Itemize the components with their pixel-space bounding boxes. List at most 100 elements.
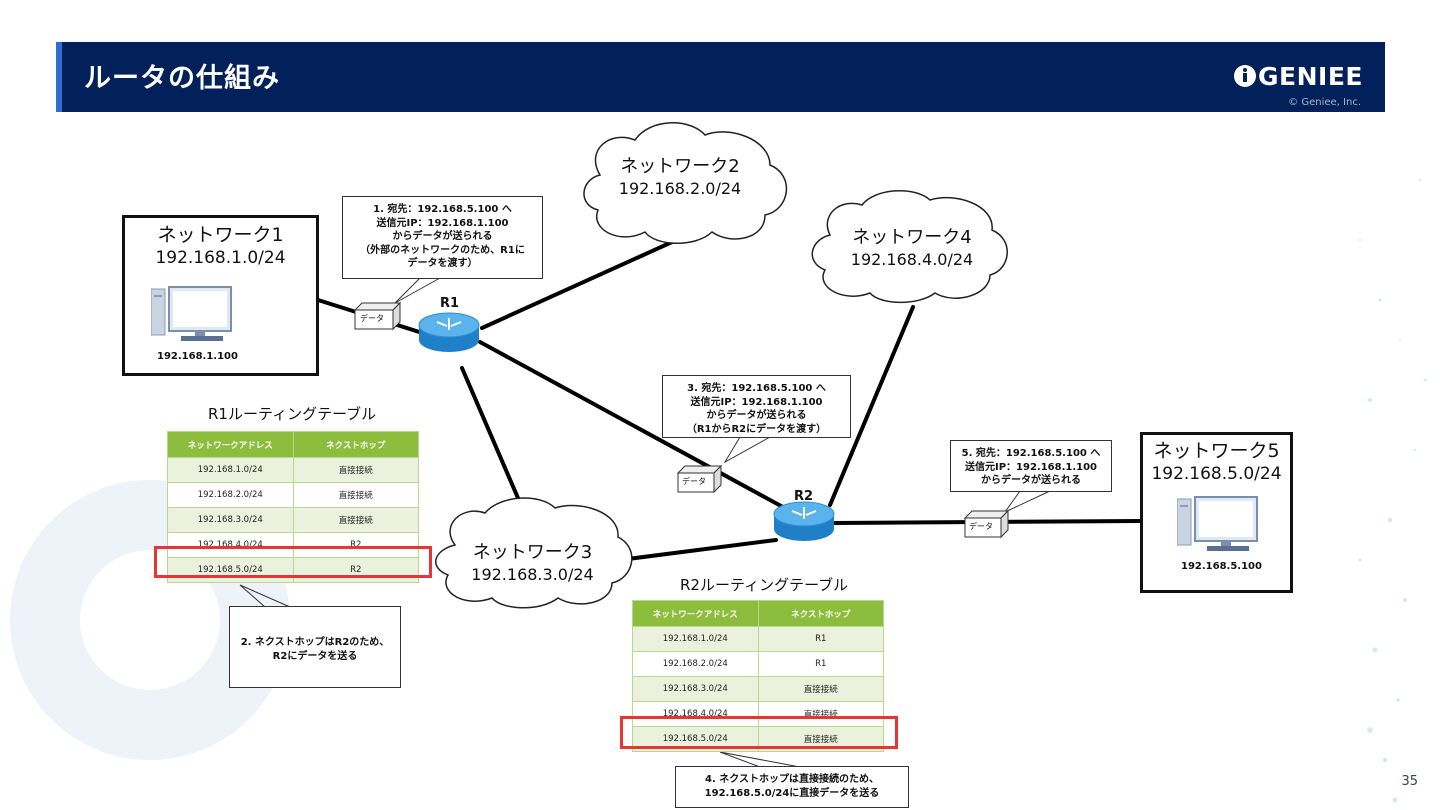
callout-line: からデータが送られる bbox=[392, 231, 493, 242]
callout-2: 2. ネクストホップはR2のため、 R2にデータを送る bbox=[229, 606, 401, 688]
table-cell: R2 bbox=[292, 557, 419, 583]
callout-line: R2にデータを送る bbox=[272, 650, 358, 662]
router-r1-icon bbox=[418, 312, 480, 352]
network5-host-ip: 192.168.5.100 bbox=[1181, 561, 1262, 572]
cloud-network3 bbox=[435, 497, 633, 609]
table-cell: 192.168.2.0/24 bbox=[167, 482, 294, 508]
callout5-pointer bbox=[1003, 490, 1051, 514]
table-cell: 192.168.3.0/24 bbox=[632, 676, 759, 702]
table-cell: 直接接続 bbox=[757, 701, 884, 727]
table-cell: 192.168.4.0/24 bbox=[167, 532, 294, 558]
network3-addr: 192.168.3.0/24 bbox=[471, 565, 594, 584]
slide-title: ルータの仕組み bbox=[84, 63, 280, 94]
callout-line: からデータが送られる bbox=[981, 475, 1081, 486]
cloud-network2 bbox=[583, 122, 787, 244]
table-cell: 192.168.1.0/24 bbox=[632, 626, 759, 652]
network5-name: ネットワーク5 bbox=[1153, 440, 1280, 462]
table-cell: 直接接続 bbox=[292, 457, 419, 483]
table-header: ネクストホップ bbox=[292, 431, 419, 458]
network4-cloud-text: ネットワーク4 192.168.4.0/24 bbox=[822, 226, 1002, 271]
network2-addr: 192.168.2.0/24 bbox=[618, 179, 742, 198]
data-packet-1 bbox=[353, 301, 402, 331]
data-packet-3 bbox=[963, 509, 1010, 539]
callout-line: 送信元IP：192.168.1.100 bbox=[964, 461, 1098, 473]
table-cell: 192.168.2.0/24 bbox=[632, 651, 759, 677]
table-cell: 直接接続 bbox=[757, 676, 884, 702]
table-header: ネクストホップ bbox=[757, 600, 884, 627]
callout-4: 4. ネクストホップは直接接続のため、 192.168.5.0/24に直接データ… bbox=[675, 766, 909, 808]
callout2-pointer bbox=[239, 584, 291, 608]
callout-line: データを渡す） bbox=[407, 258, 478, 269]
callout-line: 5. 宛先：192.168.5.100 へ bbox=[961, 448, 1101, 459]
network1-box: ネットワーク1 192.168.1.0/24 192.168.1.100 bbox=[122, 215, 319, 376]
logo-mark-icon bbox=[1234, 65, 1257, 87]
callout3-pointer bbox=[723, 436, 771, 464]
callout-line: からデータが送られる bbox=[706, 410, 807, 421]
table-cell: R1 bbox=[757, 651, 884, 677]
link-r1-n2 bbox=[480, 231, 694, 330]
table-cell: 192.168.4.0/24 bbox=[632, 701, 759, 727]
router-r1-label: R1 bbox=[440, 296, 460, 311]
network3-cloud-text: ネットワーク3 192.168.3.0/24 bbox=[445, 541, 620, 586]
network4-addr: 192.168.4.0/24 bbox=[850, 250, 974, 269]
table-cell: 192.168.1.0/24 bbox=[167, 457, 294, 483]
table-cell: 直接接続 bbox=[292, 507, 419, 533]
callout-line: 2. ネクストホップはR2のため、 bbox=[240, 637, 390, 648]
table-cell: 直接接続 bbox=[292, 482, 419, 508]
callout-line: 4. ネクストホップは直接接続のため、 bbox=[705, 774, 879, 785]
data-packet-3-label: データ bbox=[969, 522, 993, 531]
cloud-network4 bbox=[811, 190, 1008, 304]
table-header: ネットワークアドレス bbox=[167, 431, 294, 458]
link-n3-r2 bbox=[618, 538, 778, 562]
table-header: ネットワークアドレス bbox=[632, 600, 759, 627]
data-packet-2 bbox=[676, 464, 723, 494]
table-cell: R1 bbox=[757, 626, 884, 652]
pc-icon bbox=[151, 286, 232, 341]
callout-line: （外部のネットワークのため、R1に bbox=[360, 244, 525, 256]
callout-line: 3. 宛先：192.168.5.100 へ bbox=[687, 383, 826, 394]
callout-line: 送信元IP：192.168.1.100 bbox=[690, 396, 823, 408]
copyright: © Geniee, Inc. bbox=[1288, 97, 1361, 108]
slide-header: ルータの仕組み GENIEE © Geniee, Inc. bbox=[56, 42, 1385, 112]
callout-line: 送信元IP：192.168.1.100 bbox=[376, 217, 509, 229]
data-packet-1-label: データ bbox=[360, 314, 384, 323]
callout-line: 192.168.5.0/24に直接データを送る bbox=[704, 787, 880, 799]
network5-box: ネットワーク5 192.168.5.0/24 192.168.5.100 bbox=[1140, 432, 1293, 593]
logo-text: GENIEE bbox=[1258, 62, 1363, 91]
network3-name: ネットワーク3 bbox=[472, 542, 593, 563]
callout-line: 1. 宛先：192.168.5.100 へ bbox=[373, 204, 512, 215]
table-cell: 192.168.3.0/24 bbox=[167, 507, 294, 533]
callout-3: 3. 宛先：192.168.5.100 へ 送信元IP：192.168.1.10… bbox=[662, 375, 851, 438]
router-r2-icon bbox=[773, 501, 835, 541]
network4-name: ネットワーク4 bbox=[852, 227, 972, 248]
network1-addr: 192.168.1.0/24 bbox=[155, 248, 286, 268]
callout-1: 1. 宛先：192.168.5.100 へ 送信元IP：192.168.1.10… bbox=[342, 196, 543, 279]
geniee-logo: GENIEE bbox=[1234, 62, 1363, 91]
router-r2-label: R2 bbox=[794, 489, 814, 504]
callout-line: （R1からR2にデータを渡す） bbox=[686, 423, 827, 435]
network2-name: ネットワーク2 bbox=[620, 156, 740, 177]
page-number: 35 bbox=[1401, 774, 1418, 789]
r1-table-title: R1ルーティングテーブル bbox=[208, 405, 377, 423]
network1-name: ネットワーク1 bbox=[157, 224, 284, 246]
table-cell: 192.168.5.0/24 bbox=[167, 557, 294, 583]
r2-table-title: R2ルーティングテーブル bbox=[680, 576, 849, 594]
callout1-pointer bbox=[394, 277, 441, 304]
pc-icon bbox=[1177, 496, 1258, 551]
r2-highlight-row bbox=[620, 716, 898, 749]
callout-5: 5. 宛先：192.168.5.100 へ 送信元IP：192.168.1.10… bbox=[950, 440, 1112, 492]
callout4-pointer bbox=[719, 751, 801, 768]
data-packet-2-label: データ bbox=[682, 477, 706, 486]
link-r1-n3 bbox=[460, 366, 526, 514]
